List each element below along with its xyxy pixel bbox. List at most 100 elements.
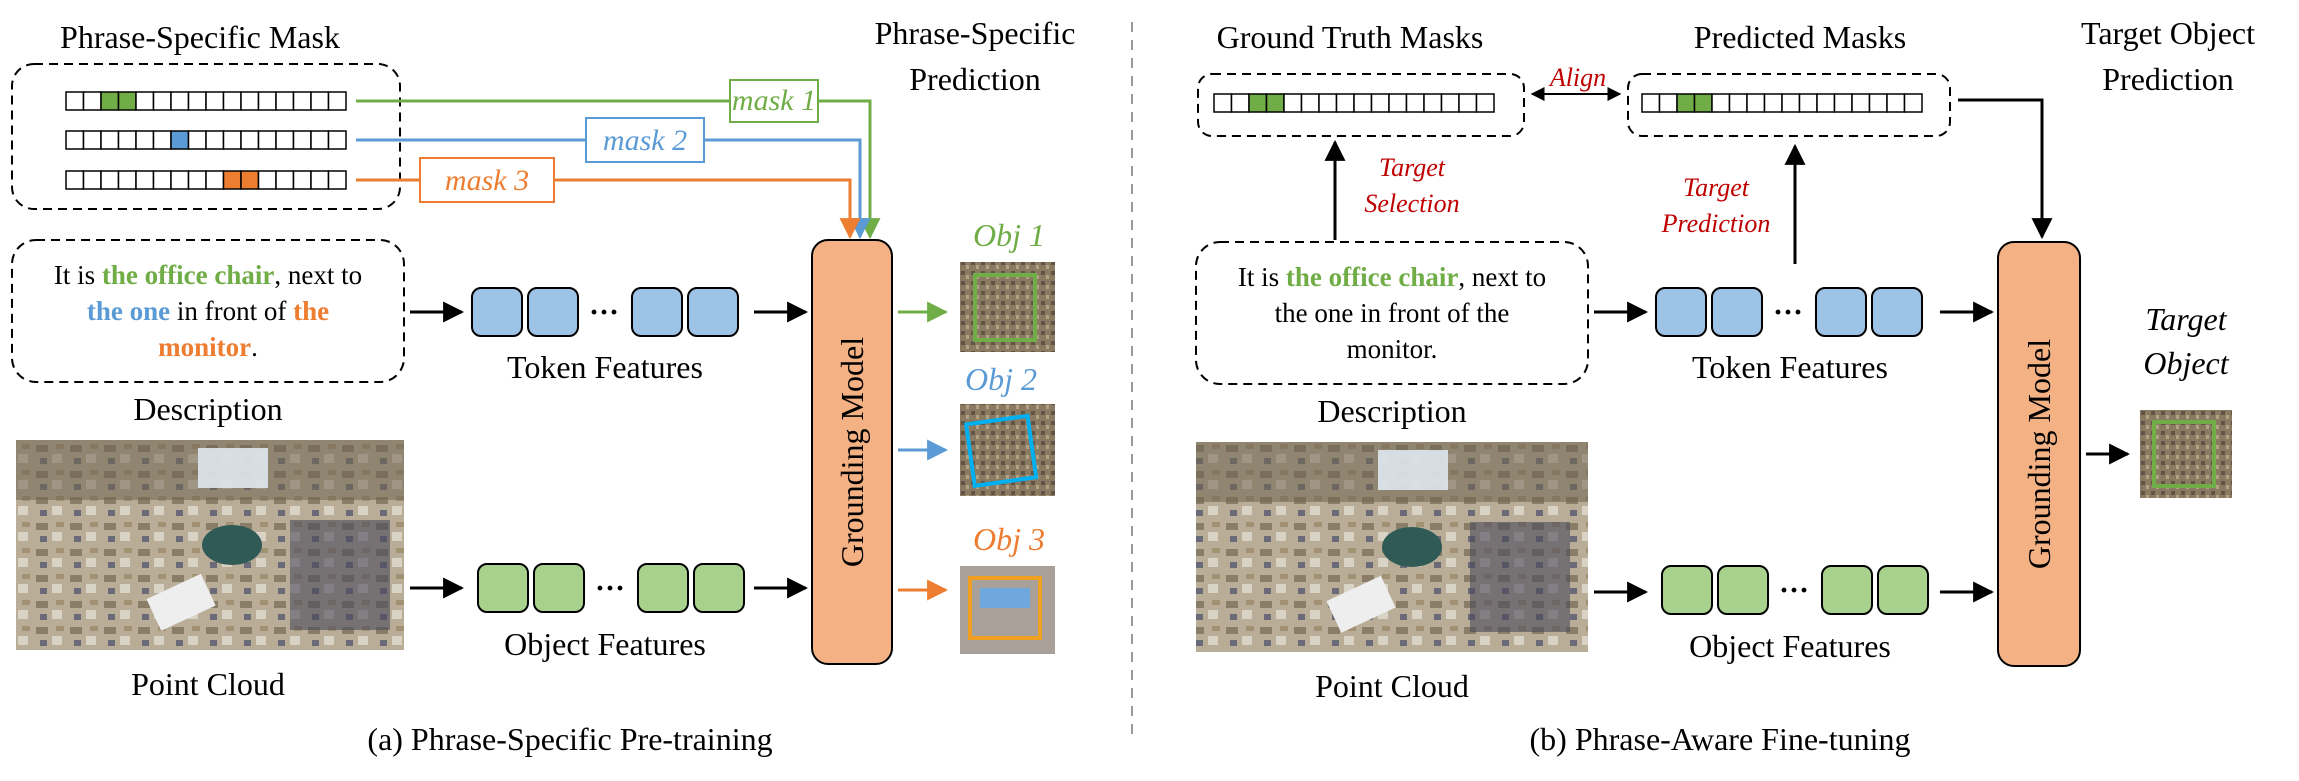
mask-group-box	[11, 63, 401, 210]
mask3-cell	[152, 170, 172, 190]
token-feature-2	[527, 287, 579, 337]
token-features-label-right: Token Features	[1692, 349, 1888, 385]
token-feature-4	[687, 287, 739, 337]
obj3-label: Obj 3	[973, 521, 1045, 557]
point-cloud-label: Point Cloud	[131, 666, 285, 702]
mask2-cell	[222, 130, 242, 150]
token-feature-1	[471, 287, 523, 337]
pred-mask-cell	[1851, 93, 1871, 113]
pred-mask-cell	[1886, 93, 1906, 113]
mask1-cell	[275, 91, 295, 111]
align-label: Align	[1548, 63, 1606, 92]
gt-mask-cell	[1283, 93, 1303, 113]
target-object-line2: Object	[2143, 345, 2229, 381]
pred-mask-cell	[1641, 93, 1661, 113]
pred-mask-cell	[1711, 93, 1731, 113]
gt-mask-row	[1213, 93, 1495, 113]
left-caption: (a) Phrase-Specific Pre-training	[367, 721, 772, 757]
pred-mask-cell	[1746, 93, 1766, 113]
gt-mask-cell	[1458, 93, 1478, 113]
pred-mask-cell	[1763, 93, 1783, 113]
token-feature-3	[631, 287, 683, 337]
pred-mask-cell	[1833, 93, 1853, 113]
mask2-cell	[187, 130, 207, 150]
gt-mask-cell	[1440, 93, 1460, 113]
mask1-cell	[187, 91, 207, 111]
description-line1: It is the office chair, next to	[54, 260, 362, 290]
mask1-cell	[292, 91, 312, 111]
mask1-label-box	[729, 79, 819, 123]
mask2-cell	[152, 130, 172, 150]
mask3-cell	[257, 170, 277, 190]
mask2-cell	[275, 130, 295, 150]
obj1-thumbnail	[960, 262, 1055, 352]
token-feature-right-1	[1655, 287, 1707, 337]
object-feature-4	[693, 563, 745, 613]
gt-mask-cell	[1213, 93, 1233, 113]
target-object-thumbnail	[2140, 410, 2232, 498]
mask3-cell	[310, 170, 330, 190]
target-object-prediction-title-line2: Prediction	[2102, 61, 2234, 97]
phrase-specific-mask-title: Phrase-Specific Mask	[60, 19, 340, 55]
target-prediction-line2: Prediction	[1661, 209, 1771, 238]
mask1-cell	[222, 91, 242, 111]
gt-mask-cell	[1405, 93, 1425, 113]
mask3-connector-b	[554, 178, 861, 240]
gt-mask-cell	[1318, 93, 1338, 113]
grounding-model-box	[811, 239, 893, 665]
mask2-cell	[65, 130, 85, 150]
grounding-model-box-right	[1997, 241, 2081, 667]
mask2-cell	[82, 130, 102, 150]
object-features-label-right: Object Features	[1689, 628, 1891, 664]
right-panel: Ground Truth Masks Predicted Masks Targe…	[1195, 15, 2255, 757]
gt-mask-cell	[1353, 93, 1373, 113]
predicted-masks-title: Predicted Masks	[1694, 19, 1906, 55]
mask1-cell	[257, 91, 277, 111]
mask1-cell	[327, 91, 347, 111]
gt-mask-box	[1197, 73, 1525, 137]
mask3-cell	[275, 170, 295, 190]
left-panel: Phrase-Specific Mask Phrase-Specific Pre…	[11, 15, 1075, 757]
target-object-line1: Target	[2145, 301, 2227, 337]
point-cloud-label-right: Point Cloud	[1315, 668, 1469, 704]
gt-mask-cell	[1300, 93, 1320, 113]
gt-mask-cell	[1335, 93, 1355, 113]
object-ellipsis: ···	[595, 572, 625, 605]
description-box-right	[1195, 241, 1589, 385]
mask2-cell	[292, 130, 312, 150]
mask3-cell	[240, 170, 260, 190]
mask3-cell	[100, 170, 120, 190]
mask2-cell	[327, 130, 347, 150]
target-selection-line2: Selection	[1364, 189, 1459, 218]
mask2-label-box	[585, 117, 705, 163]
phrase-specific-prediction-title-line2: Prediction	[909, 61, 1041, 97]
ground-truth-masks-title: Ground Truth Masks	[1217, 19, 1484, 55]
obj2-label: Obj 2	[965, 361, 1037, 397]
mask2-cell	[205, 130, 225, 150]
token-feature-right-3	[1815, 287, 1867, 337]
description-line3: monitor.	[158, 332, 258, 362]
object-feature-right-2	[1717, 565, 1769, 615]
mask1-label: mask 1	[732, 84, 816, 117]
gt-mask-cell	[1230, 93, 1250, 113]
mask1-cell	[205, 91, 225, 111]
mask3-cell	[187, 170, 207, 190]
gt-mask-cell	[1388, 93, 1408, 113]
mask1-cell	[65, 91, 85, 111]
mask1-cell	[152, 91, 172, 111]
obj1-label: Obj 1	[973, 217, 1045, 253]
mask1-cell	[240, 91, 260, 111]
gt-mask-cell	[1475, 93, 1495, 113]
obj3-thumbnail	[960, 566, 1055, 654]
grounding-model-label-right: Grounding Model	[2021, 339, 2057, 569]
description-box	[11, 239, 405, 383]
mask2-cell	[257, 130, 277, 150]
mask1-cell	[82, 91, 102, 111]
grounding-model-label: Grounding Model	[834, 337, 870, 567]
gt-mask-cell	[1248, 93, 1268, 113]
description-right-line2: the one in front of the	[1275, 298, 1510, 328]
description-line2: the one in front of the	[87, 296, 329, 326]
mask3-cell	[135, 170, 155, 190]
token-features-label: Token Features	[507, 349, 703, 385]
point-cloud-image	[16, 440, 404, 650]
